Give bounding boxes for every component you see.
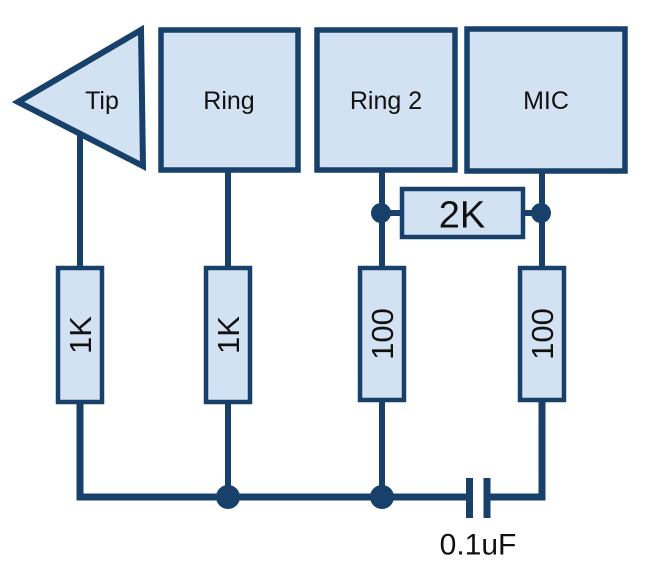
connectors: Tip Ring Ring 2 MIC [11, 24, 628, 174]
junction-dot-ring2-bus [370, 485, 394, 509]
tip-label: Tip [85, 87, 119, 115]
wire-capacitor-to-mic-resistor [490, 398, 546, 501]
resistor-2k-label: 2K [439, 194, 485, 236]
mic-connector-square [464, 26, 628, 174]
ring2-connector-square [314, 27, 458, 173]
capacitor-plate-left [466, 478, 473, 518]
resistor-100-mic-label: 100 [525, 308, 560, 360]
resistor-100-mic [517, 265, 567, 403]
wire-bottom-bus [76, 400, 466, 501]
resistor-1k-ring [203, 265, 253, 405]
capacitor-plate-right [483, 478, 491, 518]
junction-dot-mic-2k [531, 203, 551, 223]
resistor-1k-ring-label: 1K [211, 316, 246, 354]
junction-dots [216, 203, 551, 509]
resistor-100-ring2 [357, 265, 407, 403]
resistor-2k-bridge [399, 186, 526, 240]
junction-dot-ring2-2k [371, 203, 391, 223]
resistor-1k-tip-label: 1K [63, 316, 98, 354]
junction-dot-ring-bus [216, 485, 240, 509]
ring2-label: Ring 2 [350, 87, 422, 115]
resistors: 2K 1K 1K 100 100 [55, 186, 567, 405]
capacitor-symbol: 0.1uF [440, 478, 517, 562]
tip-connector-triangle [11, 24, 147, 171]
ring-connector-square [158, 27, 301, 173]
resistor-100-ring2-label: 100 [365, 308, 400, 360]
wires [76, 128, 546, 501]
ring-label: Ring [203, 87, 254, 115]
capacitor-value-label: 0.1uF [440, 529, 517, 562]
resistor-1k-tip [55, 265, 105, 405]
mic-label: MIC [523, 87, 569, 115]
